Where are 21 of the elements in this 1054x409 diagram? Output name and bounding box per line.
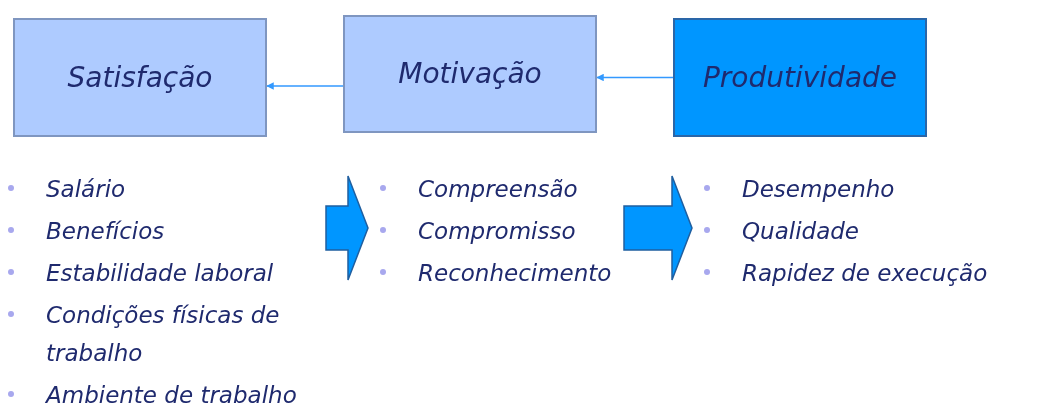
list-item: Compromisso (418, 217, 576, 246)
process-box (673, 18, 927, 137)
arrow (266, 82, 344, 90)
list-item: Benefícios (46, 217, 165, 246)
list-item: Condições físicas de trabalho (46, 301, 281, 368)
block-arrow (623, 175, 693, 281)
list-item: Qualidade (742, 217, 859, 246)
list-item: Reconhecimento (418, 259, 612, 288)
block-arrow (325, 175, 369, 281)
process-box (13, 18, 267, 137)
list-item: Estabilidade laboral (46, 259, 274, 288)
process-box (343, 15, 597, 133)
box-title: Produtividade (702, 59, 898, 96)
list-item: Ambiente de trabalho (46, 381, 297, 409)
list-item: Compreensão (418, 175, 578, 204)
arrow (596, 73, 674, 82)
box-title: Satisfação (67, 59, 213, 96)
box-title: Motivação (398, 56, 542, 92)
list-item: Desempenho (742, 175, 895, 204)
list-item: Salário (46, 175, 126, 204)
list-item: Rapidez de execução (742, 259, 988, 288)
